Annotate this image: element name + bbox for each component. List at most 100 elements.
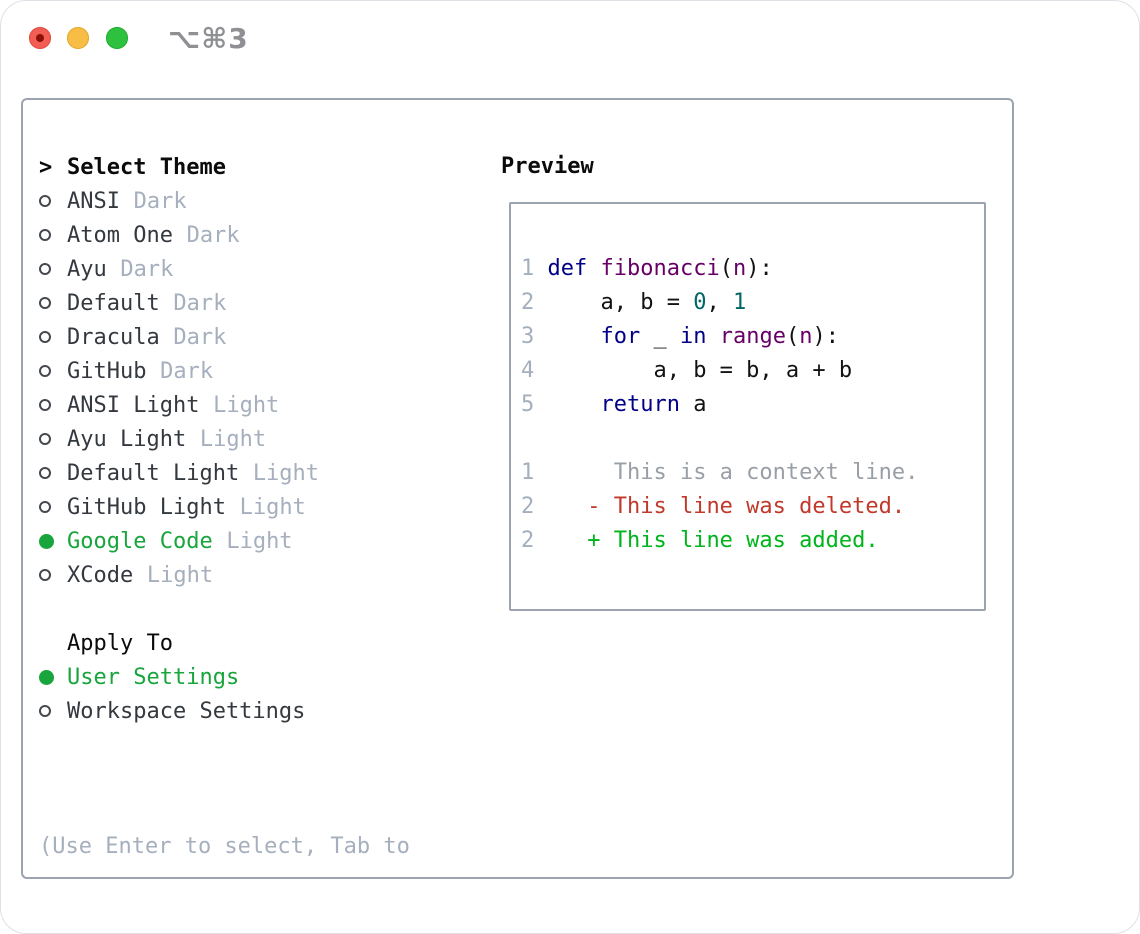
radio-icon	[39, 569, 51, 581]
apply-option-user-settings[interactable]: User Settings	[39, 660, 410, 694]
theme-item-github-light[interactable]: GitHub Light Light	[39, 490, 410, 524]
title-bar: ⌥⌘3	[1, 1, 1139, 73]
token-p: _	[640, 324, 680, 349]
token-p: a	[679, 392, 707, 417]
radio-icon	[39, 467, 51, 479]
line-number: 2	[521, 494, 535, 519]
preview-line: 1 def fibonacci(n):	[521, 252, 978, 286]
unsaved-dot-icon	[36, 34, 44, 42]
token-kw: def	[547, 256, 588, 281]
token-fn: fibonacci	[600, 256, 720, 281]
token-ctx: This is a context line.	[547, 460, 919, 485]
radio-icon	[39, 331, 51, 343]
theme-item-ansi[interactable]: ANSI Dark	[39, 184, 410, 218]
minimize-button[interactable]	[67, 27, 89, 49]
preview-line	[521, 422, 978, 456]
radio-selected-icon	[39, 533, 54, 549]
token-del: - This line was deleted.	[547, 494, 906, 519]
option-variant: Dark	[173, 290, 227, 316]
option-label: GitHub Light	[67, 494, 226, 520]
line-number: 1	[521, 256, 535, 281]
line-number: 5	[521, 392, 535, 417]
line-number: 3	[521, 324, 535, 349]
theme-item-google-code[interactable]: Google Code Light	[39, 524, 410, 558]
radio-icon	[39, 229, 51, 241]
line-number: 4	[521, 358, 535, 383]
option-variant: Light	[226, 528, 293, 554]
token-p: a, b =	[547, 290, 694, 315]
maximize-button[interactable]	[106, 27, 128, 49]
token-fn: n	[799, 324, 813, 349]
radio-selected-icon	[39, 669, 54, 685]
window-hotkey-label: ⌥⌘3	[168, 22, 249, 55]
option-variant: Dark	[160, 358, 214, 384]
token-p: ):	[812, 324, 839, 349]
token-p	[706, 324, 719, 349]
theme-item-atom-one[interactable]: Atom One Dark	[39, 218, 410, 252]
token-kw: in	[679, 324, 707, 349]
radio-icon	[39, 365, 51, 377]
option-label: Ayu Light	[67, 426, 187, 452]
preview-line: 2 a, b = 0, 1	[521, 286, 978, 320]
option-label: User Settings	[67, 664, 240, 690]
token-p: ):	[746, 256, 773, 281]
radio-icon	[39, 501, 51, 513]
radio-icon	[39, 399, 51, 411]
token-p: (	[719, 256, 733, 281]
apply-to-title: Apply To	[67, 630, 173, 656]
token-p	[548, 324, 601, 349]
option-variant: Light	[146, 562, 214, 588]
radio-icon	[39, 705, 51, 717]
theme-item-default[interactable]: Default Dark	[39, 286, 410, 320]
option-label: Google Code	[67, 528, 213, 554]
option-label: ANSI	[67, 188, 120, 214]
theme-item-ayu-light[interactable]: Ayu Light Light	[39, 422, 410, 456]
token-kw: return	[600, 392, 680, 417]
close-button[interactable]	[29, 27, 51, 49]
token-add: + This line was added.	[547, 528, 879, 553]
option-variant: Light	[213, 392, 280, 418]
theme-item-xcode[interactable]: XCode Light	[39, 558, 410, 592]
help-line-1: (Use Enter to select, Tab to	[39, 834, 410, 859]
preview-line: 2 - This line was deleted.	[521, 490, 978, 524]
line-number: 2	[521, 528, 535, 553]
token-fn: range	[719, 324, 786, 349]
option-label: Dracula	[67, 324, 160, 350]
apply-option-workspace-settings[interactable]: Workspace Settings	[39, 694, 410, 728]
preview-line: 3 for _ in range(n):	[521, 320, 978, 354]
token-p: (	[785, 324, 800, 349]
token-kw: for	[600, 324, 641, 349]
radio-icon	[39, 263, 51, 275]
token-p: a, b = b, a + b	[547, 358, 853, 383]
theme-item-dracula[interactable]: Dracula Dark	[39, 320, 410, 354]
token-p: ,	[706, 290, 733, 315]
radio-icon	[39, 433, 51, 445]
option-variant: Dark	[186, 222, 240, 248]
prompt-caret-icon: >	[39, 154, 53, 180]
option-variant: Dark	[120, 256, 174, 282]
preview-line: 1 This is a context line.	[521, 456, 978, 490]
token-p	[548, 392, 601, 417]
option-variant: Light	[239, 494, 306, 520]
option-label: Default	[67, 290, 160, 316]
option-label: Atom One	[67, 222, 173, 248]
option-variant: Dark	[133, 188, 187, 214]
preview-line: 2 + This line was added.	[521, 524, 978, 558]
token-num: 1	[732, 290, 747, 315]
token-num: 0	[693, 290, 707, 315]
option-variant: Light	[199, 426, 267, 452]
option-label: Workspace Settings	[67, 698, 306, 724]
option-variant: Dark	[173, 324, 227, 350]
option-label: XCode	[67, 562, 134, 588]
apply-to-header: Apply To	[39, 626, 410, 660]
